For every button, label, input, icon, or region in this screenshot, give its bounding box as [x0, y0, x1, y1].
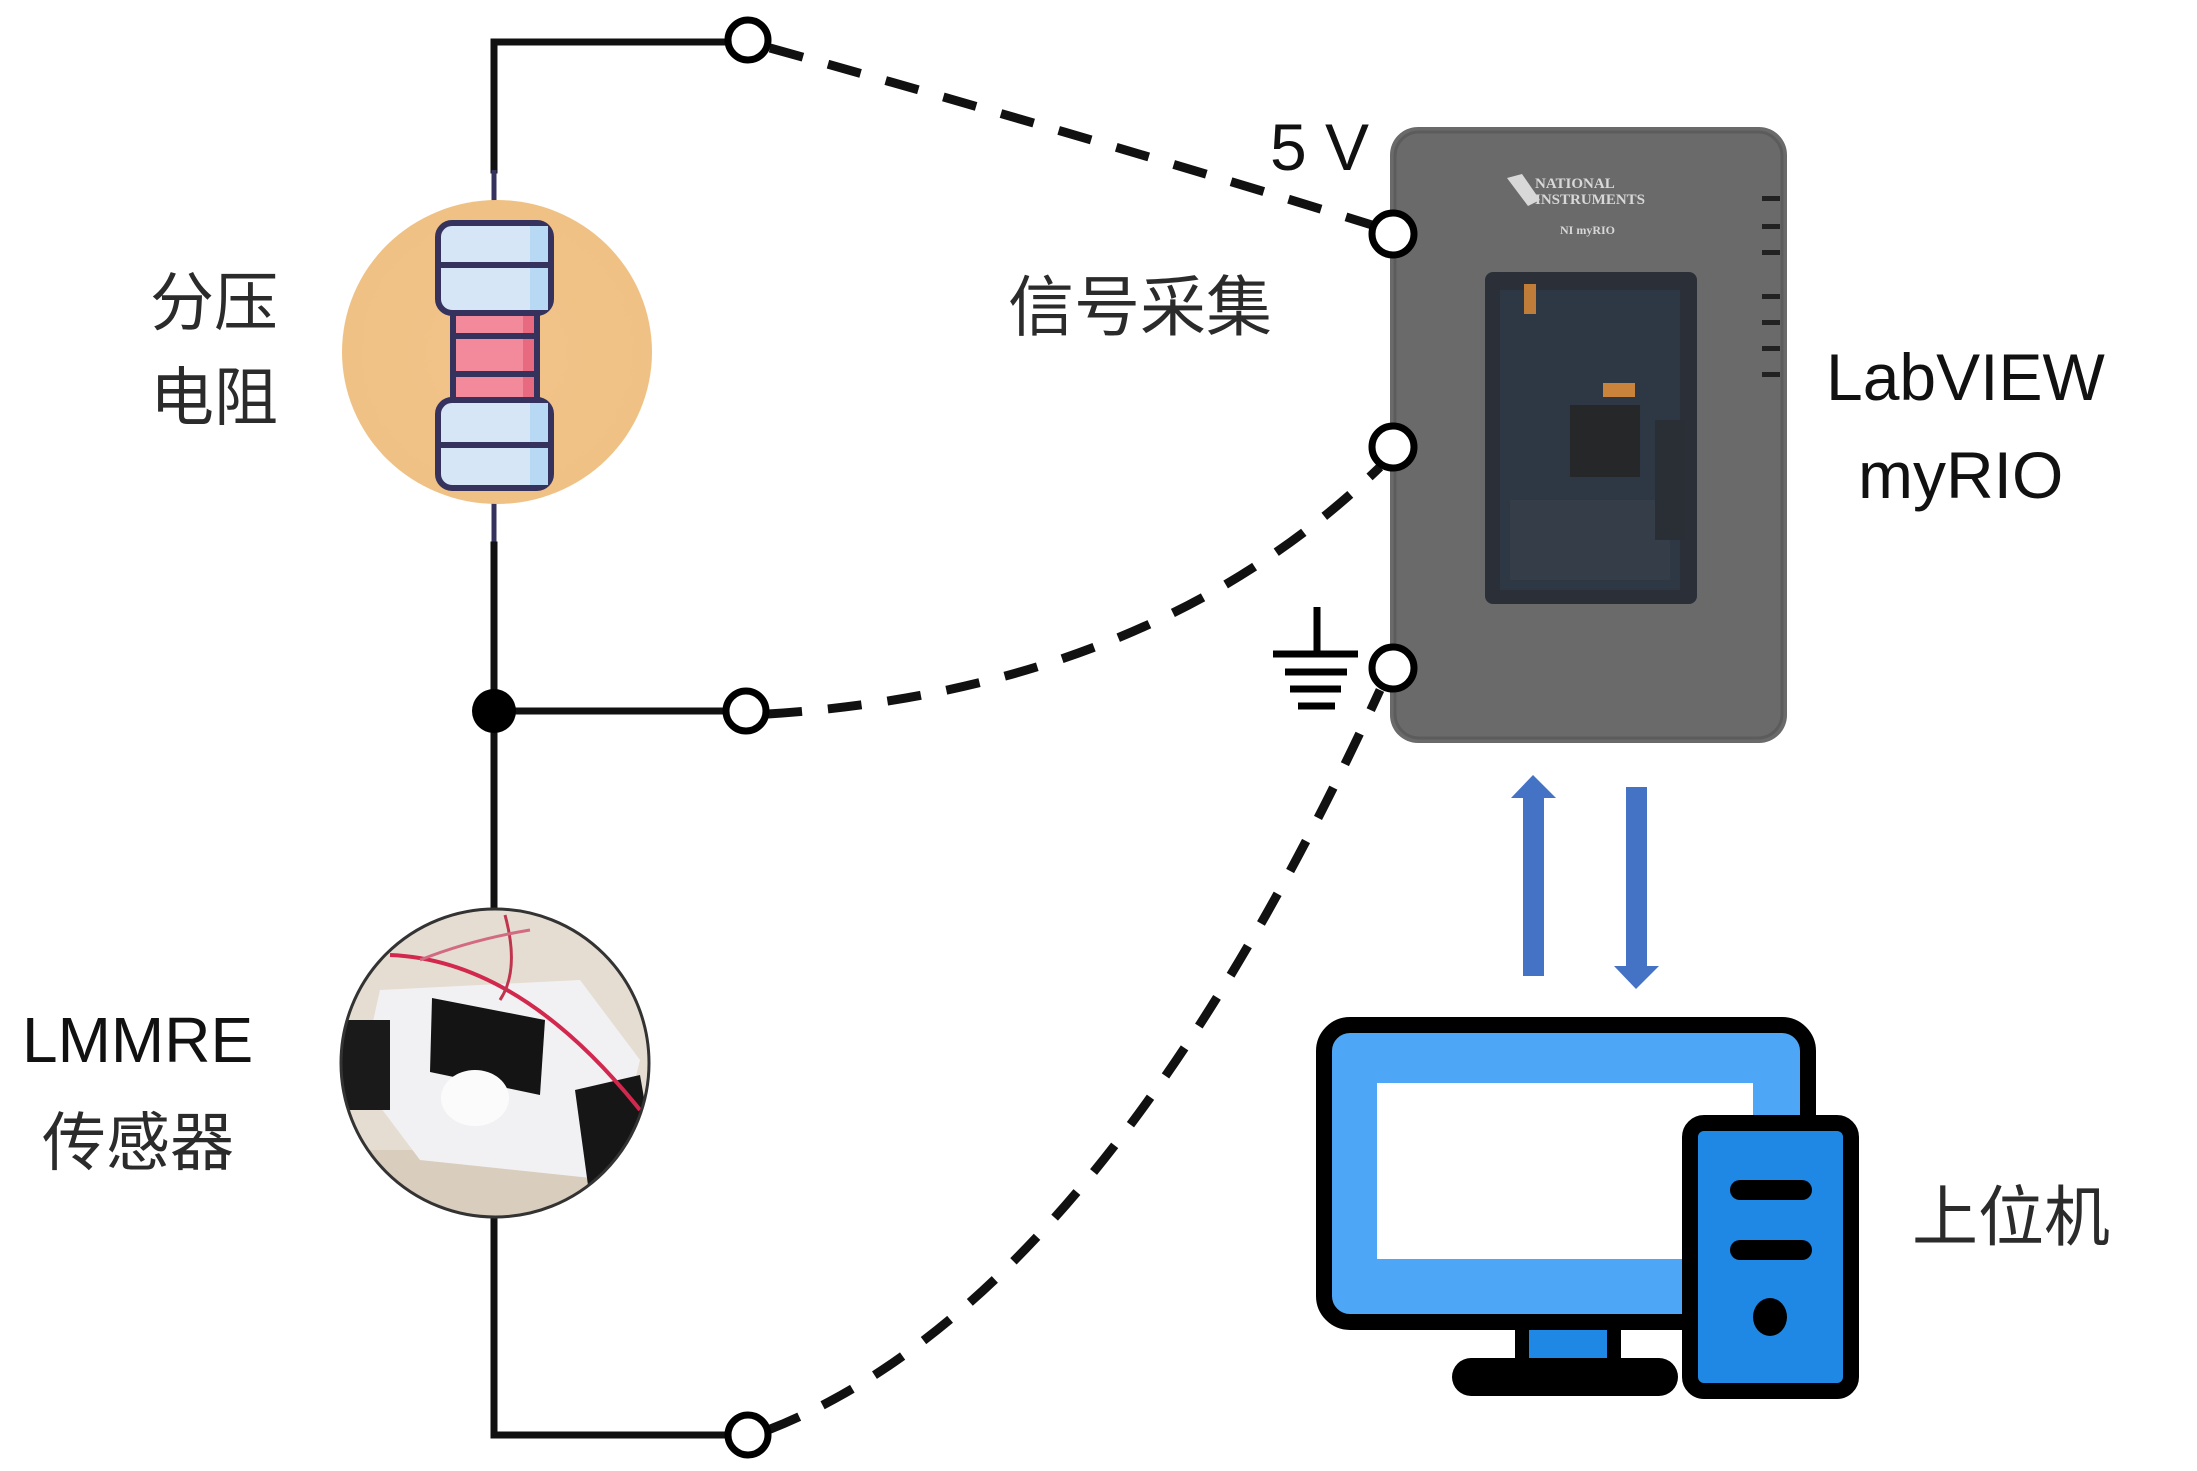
supply-label: 5 V: [1270, 110, 1369, 184]
model-label: NI myRIO: [1560, 223, 1615, 237]
resistor-label-line1: 分压: [150, 267, 278, 341]
led-indicators: [1762, 196, 1780, 377]
daq-label-line2: myRIO: [1858, 438, 2063, 512]
arrow-up-icon: [1511, 775, 1556, 976]
sensor-label-line2: 传感器: [42, 1107, 234, 1181]
signal-label: 信号采集: [1008, 269, 1272, 346]
junction-dot: [472, 689, 516, 733]
sensor-label-line1: LMMRE: [22, 1004, 253, 1076]
resistor-icon: [342, 200, 652, 504]
resistor-label-line2: 电阻: [150, 362, 278, 436]
monitor-base: [1452, 1358, 1678, 1396]
terminal-5v: [1368, 209, 1418, 259]
myrio-device: NATIONAL INSTRUMENTS NI myRIO: [1390, 127, 1787, 743]
terminal-top: [724, 16, 772, 64]
terminal-bottom: [724, 1411, 772, 1459]
arrow-down-icon: [1614, 787, 1659, 989]
sensor-photo: [339, 907, 651, 1219]
wire-bottom: [490, 1214, 750, 1439]
ground-icon: [1273, 607, 1358, 710]
dashed-connections: [766, 43, 1385, 1435]
myrio-chip: [1570, 405, 1640, 477]
dashed-link-5v: [768, 43, 1374, 230]
brand-line1: NATIONAL: [1535, 176, 1615, 192]
sensor-photo-frame: [339, 907, 651, 1219]
wire-top: [490, 38, 750, 174]
brand-line2: INSTRUMENTS: [1535, 192, 1645, 208]
circuit-wires: [472, 38, 750, 1439]
terminal-ground: [1368, 643, 1418, 693]
daq-label-line1: LabVIEW: [1826, 340, 2105, 414]
ni-logo-icon: [1507, 174, 1540, 206]
terminal-signal: [1368, 422, 1418, 472]
dashed-link-signal: [767, 463, 1384, 719]
host-computer-icon: [1316, 1017, 1859, 1399]
terminal-junction: [722, 687, 770, 735]
host-label: 上位机: [1912, 1179, 2110, 1256]
dashed-link-ground: [766, 688, 1385, 1435]
